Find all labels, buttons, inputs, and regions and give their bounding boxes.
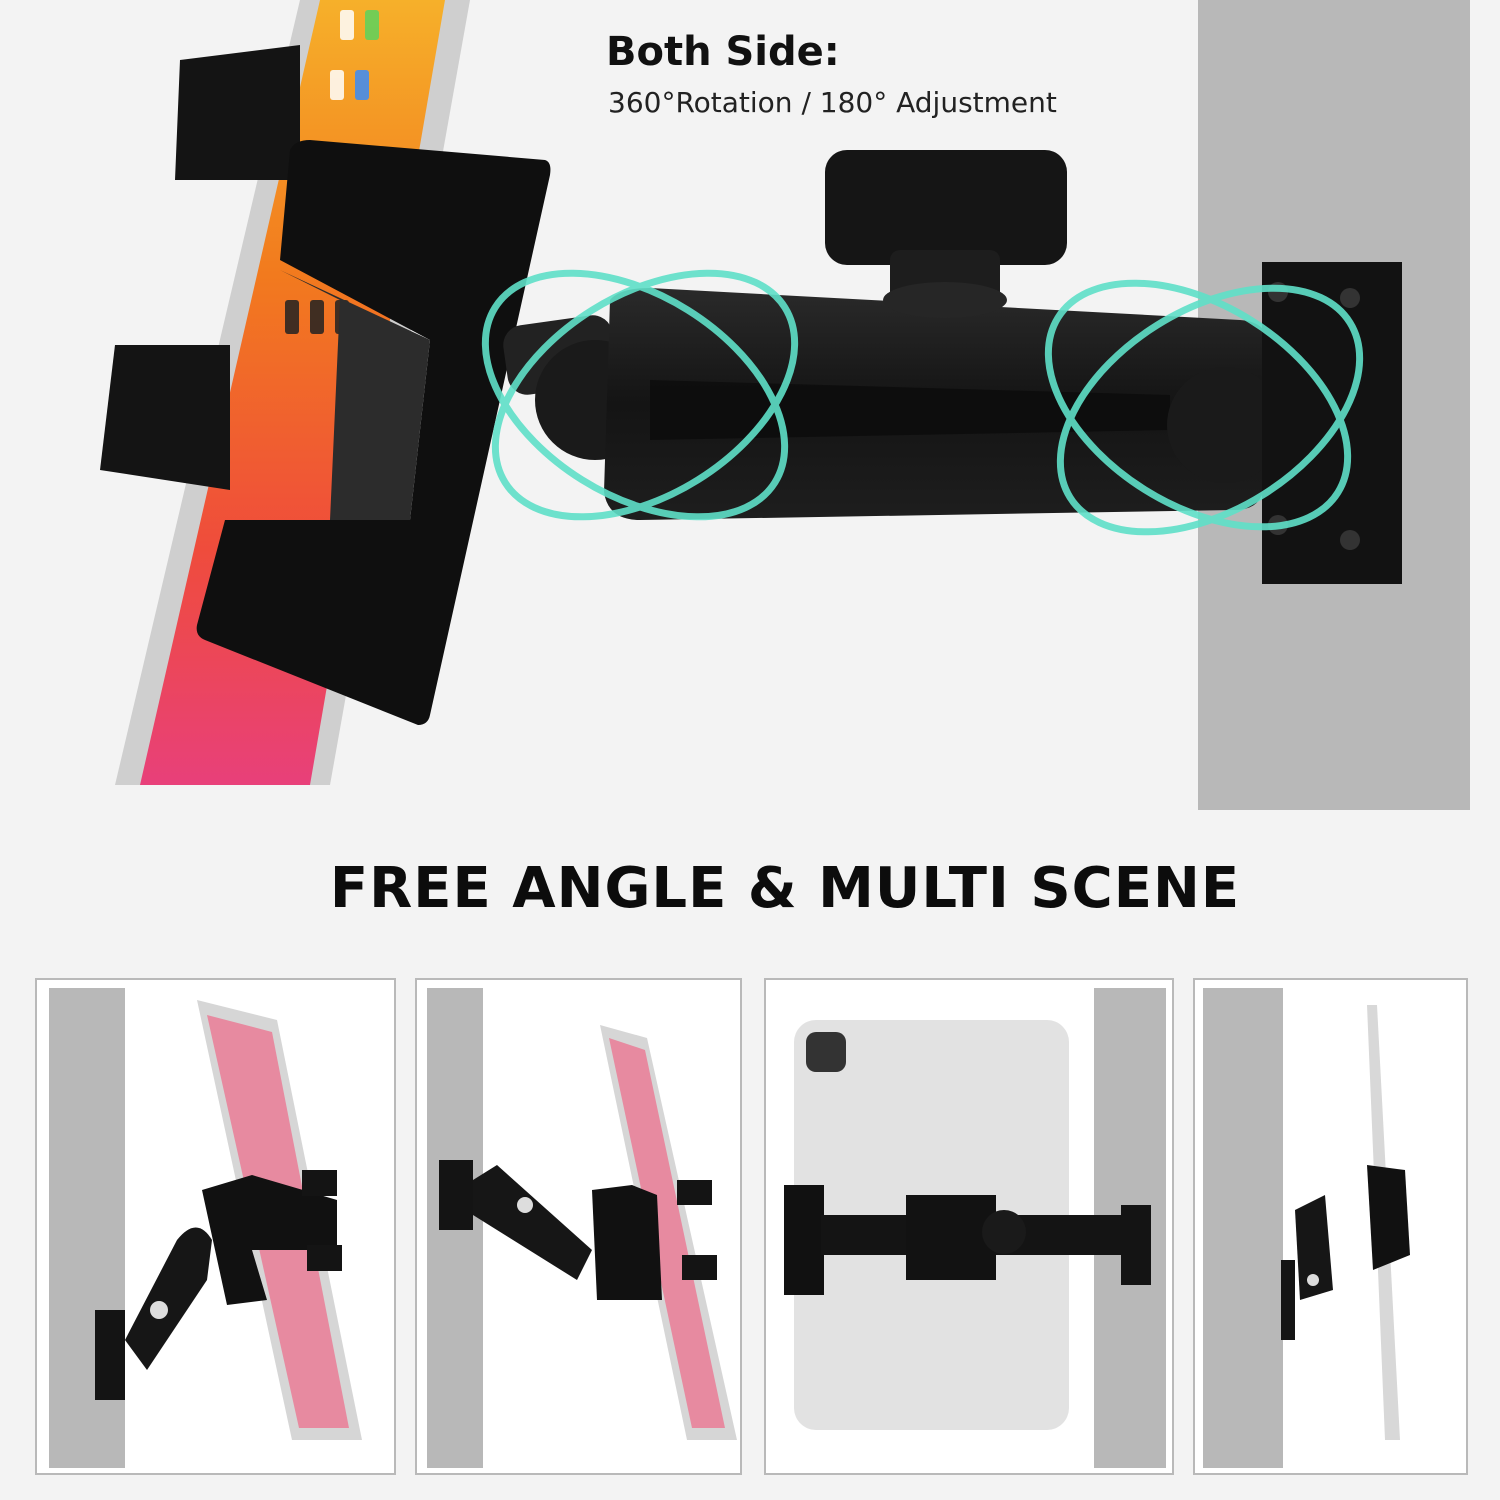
scene-panel-4 — [1193, 978, 1468, 1475]
rotation-ring-icon — [481, 269, 799, 521]
feature-title: Both Side: — [606, 29, 840, 75]
scene-3-illustration — [784, 988, 1166, 1468]
tablet-clamp — [784, 1185, 824, 1295]
upper-grip — [175, 45, 300, 180]
tablet-clamp — [592, 1185, 662, 1300]
wall-plate — [95, 1310, 125, 1400]
tablet-clamp — [1367, 1165, 1410, 1270]
rotation-ring-icon — [1044, 279, 1364, 536]
scene-panel-2 — [415, 978, 742, 1475]
lower-grip — [100, 345, 230, 490]
wall-plate — [1281, 1260, 1295, 1340]
mount-arm — [125, 1227, 212, 1370]
scene-4-illustration — [1203, 988, 1410, 1468]
wall-plate — [1121, 1205, 1151, 1285]
mount-arm — [473, 1165, 592, 1280]
scene-panel-1 — [35, 978, 396, 1475]
wall-plate — [1262, 262, 1402, 584]
tablet-clamp — [196, 140, 551, 725]
mount-arm — [1295, 1195, 1333, 1300]
right-ball-joint — [1167, 367, 1283, 483]
tablet-screen — [609, 1038, 725, 1428]
tablet-clamp — [202, 1175, 337, 1305]
wall-plate — [439, 1160, 473, 1230]
tightening-knob — [825, 150, 1067, 265]
scene-1-illustration — [49, 988, 362, 1468]
scene-2-illustration — [427, 988, 737, 1468]
feature-subtitle: 360°Rotation / 180° Adjustment — [608, 86, 1057, 119]
hero-illustration — [100, 0, 1470, 810]
wall — [1203, 988, 1283, 1468]
scene-panel-3 — [764, 978, 1174, 1475]
hero-product-image: Both Side: 360°Rotation / 180° Adjustmen… — [100, 0, 1470, 810]
headline: FREE ANGLE & MULTI SCENE — [329, 856, 1241, 921]
